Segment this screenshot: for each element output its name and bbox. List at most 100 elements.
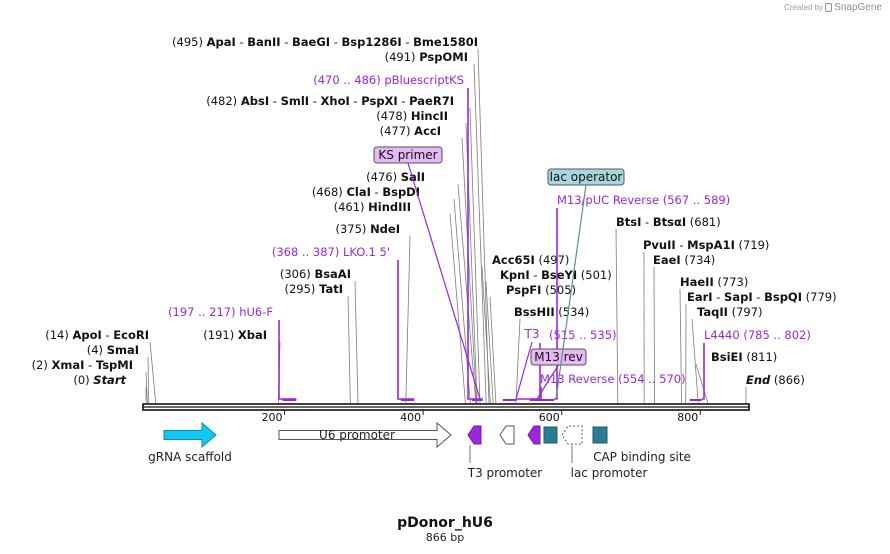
enzyme-label[interactable]: (477) AccI bbox=[380, 124, 441, 138]
enzyme-label[interactable]: (295) TatI bbox=[285, 282, 344, 296]
enzyme-label-part: (811) bbox=[743, 350, 778, 364]
enzyme-leader bbox=[473, 63, 487, 404]
enzyme-label-part: (797) bbox=[728, 305, 763, 319]
enzyme-label-part: MspA1I bbox=[687, 238, 735, 252]
enzyme-label-part: (719) bbox=[735, 238, 770, 252]
enzyme-label[interactable]: (4) SmaI bbox=[87, 343, 139, 357]
cap-binding-site-box[interactable] bbox=[592, 426, 608, 444]
enzyme-label-part: (2) bbox=[32, 358, 52, 372]
enzyme-label-part: - bbox=[676, 238, 687, 252]
enzyme-label-part: (461) bbox=[334, 200, 369, 214]
enzyme-label[interactable]: (476) SalI bbox=[366, 170, 425, 184]
enzyme-leader bbox=[149, 341, 157, 404]
enzyme-label-part: (773) bbox=[714, 275, 749, 289]
grna-scaffold-arrow[interactable] bbox=[163, 421, 217, 449]
primer-label[interactable]: (368 .. 387) LKO.1 5' bbox=[272, 245, 390, 259]
feature-label: T3 promoter bbox=[467, 466, 543, 480]
boxed-label-text: lac operator bbox=[550, 170, 623, 184]
enzyme-label[interactable]: (495) ApaI - BanII - BaeGI - Bsp1286I - … bbox=[172, 35, 478, 49]
enzyme-label-part: - bbox=[330, 35, 341, 49]
enzyme-label[interactable]: PspFI (505) bbox=[506, 283, 576, 297]
enzyme-label-part: BsaAI bbox=[314, 267, 351, 281]
enzyme-label-part: PspOMI bbox=[419, 50, 468, 64]
enzyme-label-part: HindIII bbox=[368, 200, 411, 214]
enzyme-label[interactable]: (468) ClaI - BspDI bbox=[312, 185, 420, 199]
boxed-label-box[interactable] bbox=[530, 348, 587, 366]
enzyme-label-part: - bbox=[398, 94, 409, 108]
enzyme-label[interactable]: (375) NdeI bbox=[335, 222, 400, 236]
enzyme-label[interactable]: PvuII - MspA1I (719) bbox=[643, 238, 769, 252]
enzyme-label[interactable]: HaeII (773) bbox=[680, 275, 748, 289]
enzyme-label[interactable]: EarI - SapI - BspQI (779) bbox=[687, 290, 837, 304]
enzyme-label-part: BtsI bbox=[616, 215, 641, 229]
m13-rev-arrow[interactable] bbox=[527, 425, 541, 445]
enzyme-label[interactable]: (306) BsaAI bbox=[280, 267, 351, 281]
feature-label: U6 promoter bbox=[319, 428, 395, 442]
enzyme-label[interactable]: KpnI - BseYI (501) bbox=[500, 268, 612, 282]
t3-promoter-arrow[interactable] bbox=[499, 425, 515, 445]
credit: Created by SnapGene bbox=[784, 2, 882, 13]
primer-label[interactable]: M13 Reverse (554 .. 570) bbox=[540, 372, 686, 386]
enzyme-leader bbox=[679, 288, 682, 404]
primer-leader bbox=[701, 343, 705, 400]
enzyme-label[interactable]: (2) XmaI - TspMI bbox=[32, 358, 133, 372]
enzyme-label[interactable]: (461) HindIII bbox=[334, 200, 411, 214]
enzyme-label[interactable]: (478) HincII bbox=[376, 109, 448, 123]
enzyme-label-part: PaeR7I bbox=[409, 94, 454, 108]
primer-label[interactable]: (197 .. 217) hU6-F bbox=[168, 305, 273, 319]
enzyme-label-part: End bbox=[746, 373, 771, 387]
enzyme-leader bbox=[515, 318, 521, 404]
lac-promoter-arrow[interactable] bbox=[561, 425, 583, 445]
enzyme-label[interactable]: Acc65I (497) bbox=[492, 253, 569, 267]
credit-brand: SnapGene bbox=[834, 2, 882, 13]
enzyme-label[interactable]: EaeI (734) bbox=[653, 253, 715, 267]
enzyme-label-part: Bsp1286I bbox=[342, 35, 402, 49]
enzyme-label[interactable]: End (866) bbox=[746, 373, 805, 387]
enzyme-label-part: (734) bbox=[681, 253, 716, 267]
enzyme-label-part: (779) bbox=[802, 290, 837, 304]
enzyme-label[interactable]: (482) AbsI - SmlI - XhoI - PspXI - PaeR7… bbox=[206, 94, 454, 108]
enzyme-label-part: (495) bbox=[172, 35, 207, 49]
primer-label[interactable]: L4440 (785 .. 802) bbox=[704, 328, 811, 342]
boxed-label-box[interactable] bbox=[547, 168, 625, 186]
enzyme-label[interactable]: (0) Start bbox=[73, 373, 126, 387]
enzyme-label[interactable]: BssHII (534) bbox=[514, 305, 589, 319]
boxed-label-text: KS primer bbox=[378, 148, 437, 162]
enzyme-label-part: (477) bbox=[380, 124, 415, 138]
u6-promoter-arrow[interactable] bbox=[278, 421, 452, 449]
primer-label[interactable]: (515 .. 535) bbox=[549, 328, 617, 342]
enzyme-label-part: - bbox=[236, 35, 247, 49]
enzyme-label-part: - bbox=[753, 290, 764, 304]
enzyme-label-part: - bbox=[84, 358, 95, 372]
enzyme-leader bbox=[481, 266, 491, 404]
ks-primer-arrow[interactable] bbox=[467, 425, 482, 445]
enzyme-label[interactable]: (491) PspOMI bbox=[385, 50, 468, 64]
enzyme-label-part: NdeI bbox=[370, 222, 400, 236]
enzyme-label[interactable]: (14) ApoI - EcoRI bbox=[45, 328, 149, 342]
enzyme-label-part: BssHII bbox=[514, 305, 555, 319]
enzyme-label-part: (501) bbox=[577, 268, 612, 282]
enzyme-leader bbox=[489, 296, 497, 404]
enzyme-label-part: - bbox=[269, 94, 280, 108]
enzyme-label-part: - bbox=[309, 94, 320, 108]
enzyme-leader bbox=[477, 48, 490, 404]
enzyme-label-part: EaeI bbox=[653, 253, 681, 267]
ruler-label: 800 bbox=[677, 411, 698, 424]
primer-label[interactable]: M13/pUC Reverse (567 .. 589) bbox=[557, 193, 730, 207]
enzyme-label[interactable]: TaqII (797) bbox=[697, 305, 763, 319]
enzyme-label-part: XmaI bbox=[52, 358, 85, 372]
enzyme-label-part: HincII bbox=[411, 109, 448, 123]
ruler-label: 200 bbox=[262, 411, 283, 424]
enzyme-label[interactable]: (191) XbaI bbox=[203, 328, 267, 342]
enzyme-label-part: - bbox=[713, 290, 724, 304]
enzyme-label[interactable]: BsiEI (811) bbox=[711, 350, 777, 364]
primer-label[interactable]: (470 .. 486) pBluescriptKS bbox=[313, 73, 464, 87]
enzyme-leader bbox=[457, 183, 477, 404]
enzyme-label-part: KpnI bbox=[500, 268, 530, 282]
enzyme-label-part: HaeII bbox=[680, 275, 714, 289]
boxed-label-box[interactable] bbox=[373, 146, 443, 164]
enzyme-label-part: - bbox=[371, 185, 382, 199]
enzyme-label-part: PspFI bbox=[506, 283, 541, 297]
enzyme-label[interactable]: BtsI - BtsαI (681) bbox=[616, 215, 721, 229]
lac-operator-box[interactable] bbox=[543, 426, 558, 444]
